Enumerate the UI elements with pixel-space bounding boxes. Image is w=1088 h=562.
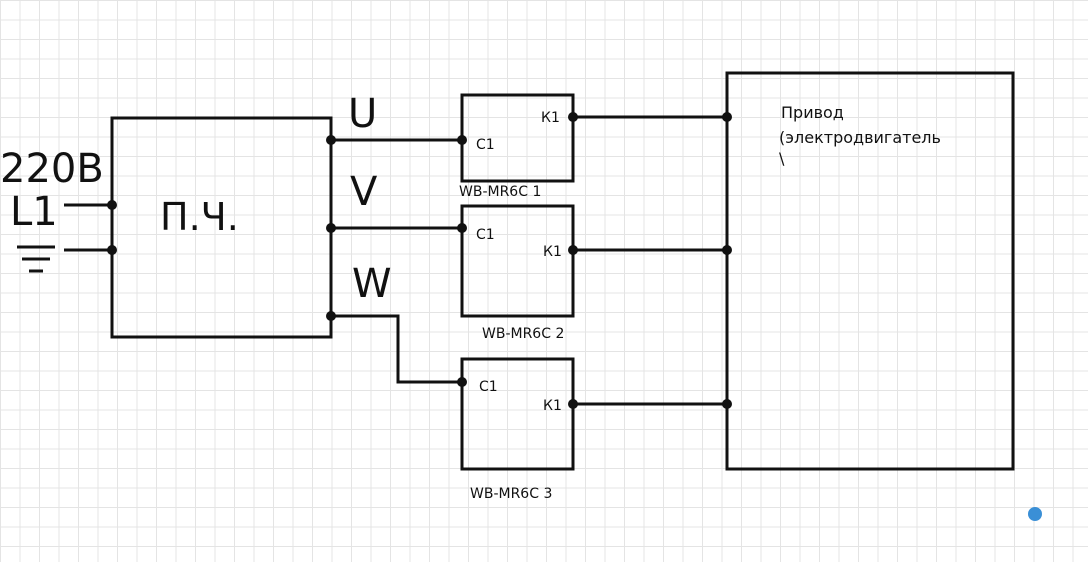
drive-label-line2: (электродвигатель — [779, 128, 941, 147]
input-voltage-label: 220В — [0, 146, 104, 192]
junction-w-out — [326, 311, 336, 321]
module-1-name: WB-MR6C 1 — [459, 184, 541, 200]
junction-ground — [107, 245, 117, 255]
junction-module-2-out — [568, 245, 578, 255]
junction-v-out — [326, 223, 336, 233]
junction-module-2-in — [457, 223, 467, 233]
module-3-pin-in: C1 — [479, 379, 498, 395]
module-2-pin-out: К1 — [543, 244, 562, 260]
module-3-pin-out: К1 — [543, 398, 562, 414]
junction-module-1-out — [568, 112, 578, 122]
phase-w-label: W — [352, 261, 392, 307]
module-2-pin-in: C1 — [476, 227, 495, 243]
module-2-name: WB-MR6C 2 — [482, 326, 564, 342]
drive-label-line1: Привод — [781, 103, 844, 122]
junction-u-out — [326, 135, 336, 145]
input-line-label: L1 — [10, 189, 58, 235]
module-3-name: WB-MR6C 3 — [470, 486, 552, 502]
resize-handle[interactable] — [1028, 507, 1042, 521]
relay-module-2-box — [460, 204, 575, 318]
wire-phase-w — [331, 314, 462, 384]
junction-drive-3 — [722, 399, 732, 409]
junction-module-1-in — [457, 135, 467, 145]
junction-drive-2 — [722, 245, 732, 255]
junction-module-3-in — [457, 377, 467, 387]
junction-drive-1 — [722, 112, 732, 122]
junction-l1 — [107, 200, 117, 210]
converter-label: П.Ч. — [160, 195, 239, 239]
relay-module-3-box — [460, 357, 575, 471]
module-1-pin-in: C1 — [476, 137, 495, 153]
drive-label-line3: \ — [779, 149, 785, 168]
ground-icon — [17, 245, 55, 273]
drive-box — [725, 71, 1015, 471]
module-1-pin-out: К1 — [541, 110, 560, 126]
phase-u-label: U — [348, 91, 377, 137]
junction-dots — [107, 112, 732, 409]
junction-module-3-out — [568, 399, 578, 409]
phase-v-label: V — [350, 169, 378, 215]
